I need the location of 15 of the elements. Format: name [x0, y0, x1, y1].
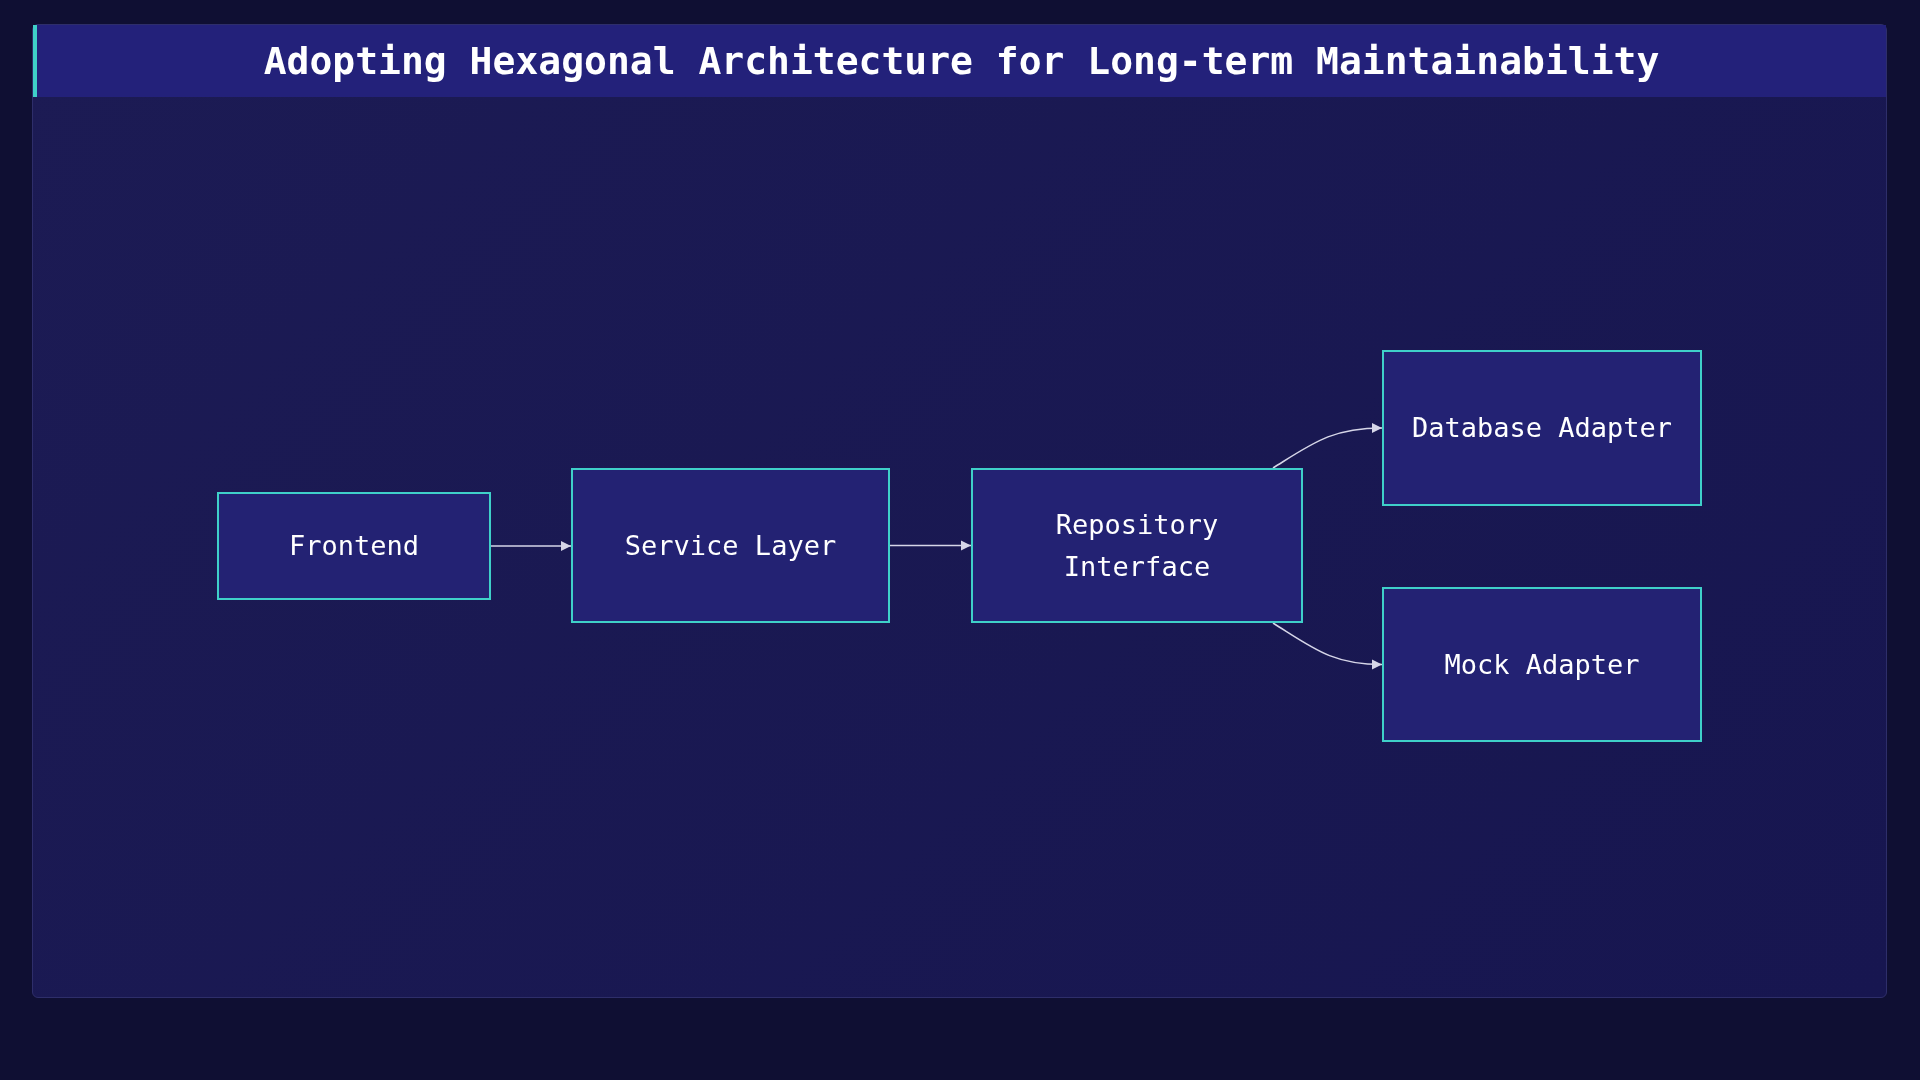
arrow — [889, 540, 972, 551]
box-label: Database Adapter — [1411, 411, 1673, 445]
process-box — [971, 468, 1303, 623]
box-label: Repository Interface — [1054, 507, 1220, 584]
box-label: Frontend — [288, 529, 419, 563]
arrow — [490, 540, 572, 552]
arrow — [1272, 622, 1383, 670]
title: Adopting Hexagonal Architecture for Long-term Maintainability — [263, 39, 1660, 83]
box-label: Mock Adapter — [1444, 647, 1640, 682]
process-box — [1382, 350, 1702, 506]
process-box — [217, 492, 491, 600]
arrow — [1272, 423, 1383, 469]
process-box — [1382, 587, 1702, 742]
process-box — [571, 468, 890, 623]
box-label: Service Layer — [624, 528, 837, 563]
